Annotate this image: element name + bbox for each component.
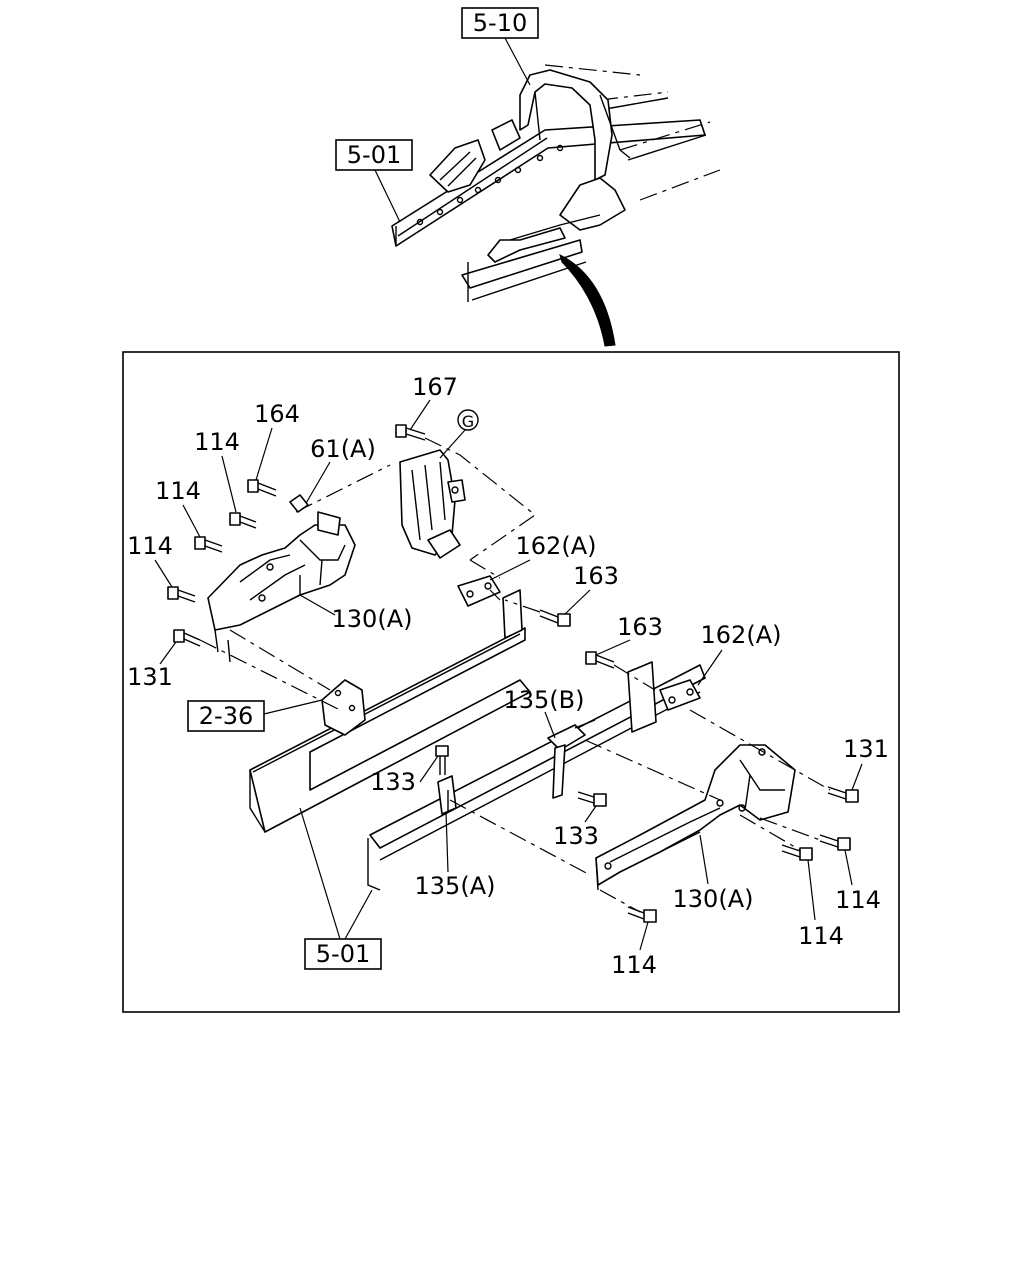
svg-text:G: G (462, 412, 474, 431)
svg-text:135(A): 135(A) (415, 872, 496, 900)
callout-163-top[interactable]: 163 (564, 562, 619, 615)
svg-text:162(A): 162(A) (701, 621, 782, 649)
svg-text:5-01: 5-01 (316, 940, 370, 968)
bracket-135a (437, 775, 457, 815)
callout-164[interactable]: 164 (254, 400, 300, 481)
svg-text:130(A): 130(A) (332, 605, 413, 633)
assembly-lines (199, 437, 831, 913)
callout-133-left[interactable]: 133 (370, 755, 439, 796)
callout-130a-left[interactable]: 130(A) (299, 594, 413, 633)
callout-g[interactable]: G (439, 409, 479, 459)
bolt-164-icon (247, 479, 277, 497)
callout-135b[interactable]: 135(B) (504, 686, 585, 739)
svg-text:5-10: 5-10 (473, 9, 527, 37)
callout-114-c[interactable]: 114 (127, 532, 173, 588)
callout-162a-mid[interactable]: 162(A) (697, 621, 782, 686)
bracket-g (399, 449, 466, 559)
bolt-114-right2-icon (781, 844, 813, 861)
bolt-133-top-icon (435, 745, 449, 775)
svg-text:163: 163 (573, 562, 619, 590)
bracket-135b (547, 719, 596, 799)
bracket-130a-left (207, 511, 356, 663)
svg-text:131: 131 (843, 735, 889, 763)
callout-131-right[interactable]: 131 (843, 735, 889, 791)
svg-text:133: 133 (553, 822, 599, 850)
svg-text:133: 133 (370, 768, 416, 796)
svg-text:114: 114 (798, 922, 844, 950)
svg-text:114: 114 (127, 532, 173, 560)
svg-text:163: 163 (617, 613, 663, 641)
svg-text:131: 131 (127, 663, 173, 691)
svg-text:114: 114 (155, 477, 201, 505)
callout-114-bottom[interactable]: 114 (611, 921, 657, 979)
ref-5-01-bottom[interactable]: 5-01 (299, 807, 382, 970)
callout-130a-right[interactable]: 130(A) (673, 834, 754, 913)
callout-61a[interactable]: 61(A) (289, 435, 376, 513)
svg-text:5-01: 5-01 (347, 141, 401, 169)
svg-text:114: 114 (194, 428, 240, 456)
svg-text:114: 114 (835, 886, 881, 914)
ref-5-10[interactable]: 5-10 (461, 7, 539, 86)
callout-114-a[interactable]: 114 (194, 428, 240, 513)
svg-text:114: 114 (611, 951, 657, 979)
ref-2-36[interactable]: 2-36 (187, 699, 323, 732)
callout-114-right2[interactable]: 114 (798, 859, 844, 950)
bolt-133-mid-icon (577, 791, 607, 807)
bolt-131-right-icon (827, 786, 859, 803)
detail-arrow (559, 254, 616, 347)
svg-text:2-36: 2-36 (199, 702, 253, 730)
bolts (167, 424, 859, 923)
bracket-130a-right (595, 744, 796, 891)
bracket-162a-left (457, 575, 523, 639)
callout-162a-top[interactable]: 162(A) (489, 532, 597, 581)
frame-overview-drawing (391, 64, 721, 302)
svg-text:135(B): 135(B) (504, 686, 585, 714)
bolt-131-left-icon (173, 629, 201, 647)
callout-131-left[interactable]: 131 (127, 641, 177, 691)
bolt-114-b-icon (194, 536, 223, 553)
svg-text:130(A): 130(A) (673, 885, 754, 913)
bolt-163-mid-icon (585, 651, 615, 669)
callout-135a[interactable]: 135(A) (415, 811, 496, 900)
svg-text:167: 167 (412, 373, 458, 401)
svg-text:61(A): 61(A) (310, 435, 376, 463)
bolt-167-icon (395, 424, 426, 441)
rail-holes (416, 144, 564, 226)
component-2-36 (321, 679, 366, 736)
bolt-114-c-icon (167, 586, 196, 603)
callout-114-right1[interactable]: 114 (835, 849, 881, 914)
svg-text:162(A): 162(A) (516, 532, 597, 560)
callout-133-mid[interactable]: 133 (553, 805, 599, 850)
bolt-163-top-icon (539, 609, 571, 627)
bolt-114-a-icon (229, 512, 257, 529)
detail-box (122, 351, 900, 1013)
callout-163-mid[interactable]: 163 (595, 613, 663, 656)
bolt-114-bottom-icon (627, 906, 657, 923)
callout-167[interactable]: 167 (409, 373, 458, 431)
bolt-114-right1-icon (819, 834, 851, 851)
svg-text:164: 164 (254, 400, 300, 428)
bracket-162a-right (627, 661, 701, 733)
callout-114-b[interactable]: 114 (155, 477, 201, 538)
ref-5-01-top[interactable]: 5-01 (335, 139, 413, 223)
